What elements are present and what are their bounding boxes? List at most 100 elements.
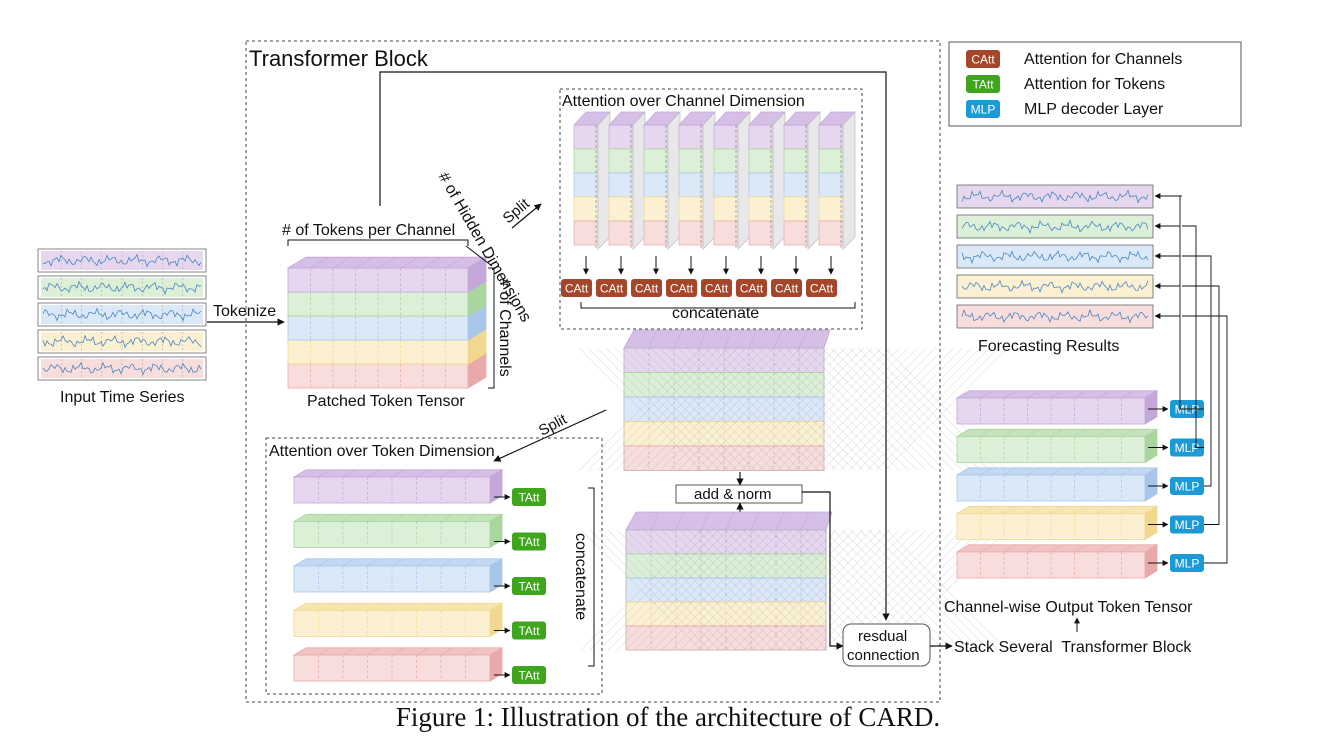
token-slab-purple-top-line	[465, 469, 478, 478]
center-bottom-slab-hatch	[652, 529, 774, 651]
center-top-slab-hatch	[704, 347, 828, 471]
column-cell-green	[713, 148, 739, 174]
output-slab-red-top-line	[1097, 544, 1111, 553]
center-top-slab-hatch	[803, 347, 927, 471]
column-cell-green	[748, 148, 774, 174]
center-bottom-slab-top-line	[750, 511, 760, 531]
column-cell-blue	[608, 172, 634, 198]
center-top-slab-hatch	[866, 347, 990, 471]
output-slab-purple-top-line	[980, 390, 993, 399]
center-bottom-slab-hatch	[643, 529, 765, 651]
column-side	[737, 111, 751, 250]
center-bottom-slab-hatch	[715, 529, 837, 651]
token-slab-purple-top-line	[318, 469, 331, 478]
token-slab-purple-top-line	[391, 469, 405, 478]
forecast-signal-green	[961, 219, 1149, 234]
input-series-label: Input Time Series	[60, 389, 185, 406]
center-top-slab-hatch	[740, 347, 864, 471]
tatt-badge-blue: TAtt	[512, 577, 546, 595]
token-slab-green-top-line	[465, 514, 478, 522]
center-top-slab-hatch	[830, 347, 954, 471]
center-bottom-slab-hatch	[580, 529, 702, 651]
legend-badge-tatt-text: TAtt	[972, 78, 994, 92]
add-norm-label: add & norm	[694, 486, 772, 503]
center-bottom-slab-hatch	[733, 529, 855, 651]
channel-output-label: Channel-wise Output Token Tensor	[944, 599, 1193, 616]
tatt-badge-green-bg	[512, 532, 546, 551]
token-slab-blue-top-line	[416, 558, 429, 567]
output-slab-yellow-top-line	[980, 506, 993, 514]
center-top-slab-hatch	[821, 347, 945, 471]
patched-slab-purple-top-line	[332, 256, 352, 269]
add-norm-residual	[802, 491, 844, 650]
output-slab-green	[955, 428, 1159, 464]
forecast-signal-red	[961, 308, 1149, 324]
center-top-slab-hatch	[605, 347, 729, 471]
column-cell-yellow	[713, 196, 739, 222]
center-bottom-slab-hatch	[868, 529, 990, 651]
token-slab-red-top-line	[342, 647, 356, 656]
center-top-slab-top	[623, 329, 831, 349]
center-top-slab-hatch	[848, 347, 972, 471]
catt-badge-text: CAtt	[670, 282, 694, 296]
token-slab-yellow-top-line	[465, 603, 478, 611]
concat-top-brace	[580, 302, 856, 309]
center-bottom-slab-hatch	[643, 529, 765, 651]
concat-side-brace	[588, 487, 595, 667]
column-cell-blue	[748, 172, 774, 198]
catt-badge: CAtt	[806, 279, 837, 297]
center-top-slab-top-line	[698, 329, 708, 349]
concat-side-label: concatenate	[572, 533, 589, 620]
token-slab-red-top-line	[367, 647, 380, 656]
center-top-slab-hatch	[731, 347, 855, 471]
column-cell-purple	[573, 124, 599, 150]
token-slab-red-top-line	[318, 647, 331, 656]
center-top-slab-hatch	[650, 347, 774, 471]
center-top-slab-top-line	[798, 329, 808, 349]
output-slab-purple-top-line	[1121, 390, 1134, 399]
column-cell-purple	[643, 124, 669, 150]
column-cell-red	[783, 220, 809, 246]
center-top-slab-hatch	[605, 347, 729, 471]
column-cell-yellow	[608, 196, 634, 222]
forecast-panel-blue	[956, 244, 1154, 269]
output-slab-purple-top-line	[1003, 390, 1017, 399]
center-bottom-slab-hatch	[742, 529, 864, 651]
forecast-signal-purple	[961, 189, 1149, 204]
catt-badge-bg	[771, 279, 802, 297]
tatt-badge-purple-bg	[512, 488, 546, 506]
residual-label-1: resdual	[858, 628, 907, 645]
mlp-connectors	[1179, 195, 1228, 564]
token-slab-green-top-line	[342, 514, 356, 522]
column-side	[842, 111, 856, 250]
output-slab-green-top-line	[1003, 429, 1017, 437]
center-bottom-slab-hatch	[733, 529, 855, 651]
attn-token-title: Attention over Token Dimension	[269, 443, 495, 460]
column-cell-red	[748, 220, 774, 246]
center-bottom-slab-hatch	[661, 529, 783, 651]
center-top-slab-hatch	[785, 347, 909, 471]
tatt-badge-blue-text: TAtt	[518, 580, 540, 594]
column-cell-red	[608, 220, 634, 246]
output-slab-green-top-line	[1074, 429, 1087, 437]
channel-column	[818, 111, 856, 275]
center-bottom-slab-green	[625, 553, 827, 579]
output-slab-purple-top-line	[1027, 390, 1040, 399]
center-bottom-slab-hatch	[688, 529, 810, 651]
residual-box	[842, 623, 931, 667]
token-slab-green-top-line	[416, 514, 429, 522]
center-top-slab-hatch	[722, 347, 846, 471]
center-top-slab-hatch	[794, 347, 918, 471]
center-top-slab-blue	[623, 396, 825, 422]
tatt-badge-green-text: TAtt	[518, 535, 540, 549]
center-top-slab-hatch	[677, 347, 801, 471]
forecast-panel-red	[956, 304, 1154, 329]
center-top-slab-hatch	[803, 347, 927, 471]
center-top-slab-hatch	[713, 347, 837, 471]
center-top-slab-hatch	[758, 347, 882, 471]
channel-columns	[573, 111, 856, 275]
center-bottom-slab-hatch	[670, 529, 792, 651]
output-slab-blue-top-line	[1003, 467, 1017, 476]
mlp-connector-yellow	[1182, 285, 1220, 525]
